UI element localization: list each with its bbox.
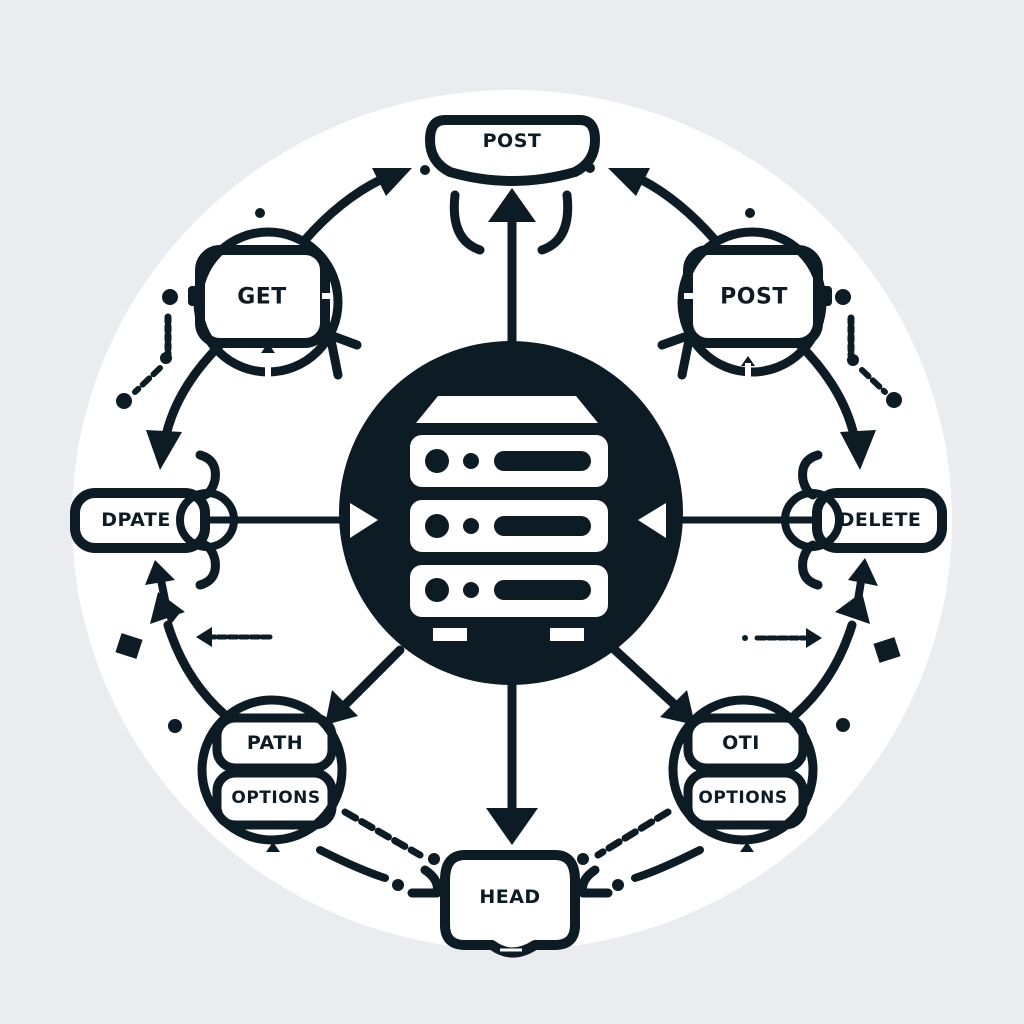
- node-options-left[interactable]: OPTIONS: [231, 788, 321, 808]
- dashed-connector-left-to-head: [316, 808, 440, 891]
- decor-square: [873, 637, 901, 663]
- arc-get-to-update: [160, 340, 225, 445]
- node-update[interactable]: DPATE: [101, 509, 171, 531]
- arrowhead-icon: [840, 430, 876, 470]
- server-rack-icon: [410, 396, 608, 641]
- spoke-bottom: [486, 675, 538, 845]
- node-top-post[interactable]: POST: [482, 130, 542, 152]
- triangle-left-icon: [638, 503, 666, 538]
- node-head[interactable]: HEAD: [479, 886, 541, 908]
- node-update-shape: [70, 450, 238, 590]
- node-path-options-shape: [197, 695, 347, 872]
- dashed-connector-right-to-head: [577, 808, 704, 891]
- small-arrow-left: [196, 627, 273, 647]
- small-arrow-right: [742, 628, 822, 648]
- node-post-right[interactable]: POST: [720, 284, 788, 310]
- node-options-right[interactable]: OPTIONS: [698, 788, 788, 808]
- arc-oti-to-delete: [790, 620, 857, 720]
- node-get[interactable]: GET: [237, 284, 287, 310]
- node-delete[interactable]: DELETE: [838, 509, 922, 531]
- node-oti-options-shape: [668, 695, 818, 872]
- node-get-shape: [188, 227, 362, 380]
- arc-post-to-post: [637, 175, 720, 245]
- arrowhead-icon: [608, 168, 650, 196]
- arc-path-to-update: [163, 620, 230, 720]
- dotted-connector-right: [835, 289, 902, 408]
- arc-get-to-post: [300, 175, 385, 245]
- decor-square: [115, 633, 143, 659]
- dotted-connector-left: [116, 289, 178, 409]
- arc-post-to-delete: [795, 340, 860, 445]
- triangle-right-icon: [350, 503, 378, 538]
- spoke-top: [488, 188, 536, 350]
- node-oti[interactable]: OTI: [722, 732, 760, 754]
- server-node[interactable]: [339, 341, 683, 685]
- node-delete-shape: [781, 450, 947, 590]
- node-path[interactable]: PATH: [246, 732, 304, 754]
- arrowhead-icon: [146, 430, 182, 470]
- node-top-post-shape: [425, 115, 600, 255]
- spoke-lower-right: [610, 645, 695, 725]
- node-post-right-shape: [657, 227, 832, 380]
- node-head-shape: [407, 850, 613, 958]
- spoke-lower-left: [325, 645, 405, 725]
- arrowhead-icon: [372, 168, 412, 196]
